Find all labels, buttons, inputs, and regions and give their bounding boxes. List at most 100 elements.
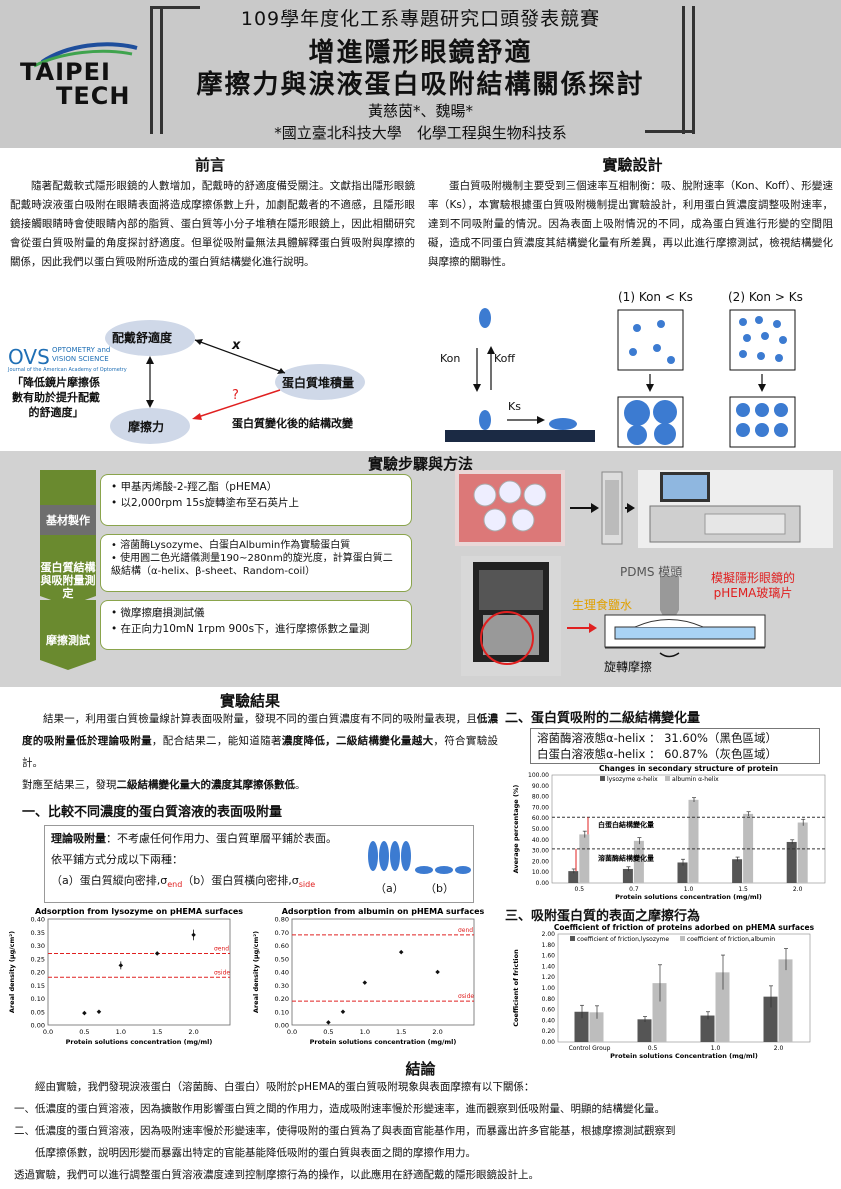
theory-bold: 理論吸附量 bbox=[51, 832, 106, 845]
y-tick-label: 0.50 bbox=[275, 955, 289, 963]
y-axis-label: Areal density (μg/cm²) bbox=[252, 931, 260, 1013]
methods-title: 實驗步驟與方法 bbox=[367, 455, 473, 473]
x-axis-label: Protein solutions Concentration (mg/ml) bbox=[610, 1052, 758, 1059]
x-tick-label: 0.5 bbox=[79, 1028, 89, 1036]
results-text-g: 二級結構變化量大的濃度其摩擦係數低 bbox=[116, 779, 296, 791]
x-tick-label: 0.7 bbox=[629, 886, 639, 893]
x-tick-label: 1.0 bbox=[360, 1028, 370, 1036]
legend-swatch bbox=[600, 776, 605, 781]
x-tick-label: 1.5 bbox=[738, 886, 748, 893]
ovs-line1: OPTOMETRY and bbox=[52, 346, 111, 354]
y-tick-label: 0.05 bbox=[31, 1008, 45, 1016]
reference-line-label: σside bbox=[458, 993, 474, 1000]
y-tick-label: 0.80 bbox=[275, 916, 289, 924]
header-decoration bbox=[150, 6, 695, 134]
bar bbox=[633, 840, 644, 883]
y-tick-label: 2.00 bbox=[542, 931, 556, 938]
theory-b: （b）蛋白質橫向密排,σ bbox=[182, 874, 299, 887]
theory-line3: （a）蛋白質縱向密排,σend（b）蛋白質橫向密排,σside bbox=[51, 870, 467, 895]
conclusion-item2b: 低摩擦係數，說明因形變而暴露出特定的官能基能降低吸附的蛋白質與表面之間的摩擦作用… bbox=[35, 1147, 476, 1159]
poster-header bbox=[0, 0, 841, 148]
theory-box: 理論吸附量：不考慮任何作用力、蛋白質單層平鋪於表面。 依平鋪方式分成以下兩種： … bbox=[44, 825, 474, 903]
y-tick-label: 40.00 bbox=[532, 837, 549, 844]
y-tick-label: 0.00 bbox=[536, 880, 550, 887]
step2-box: 溶菌酶Lysozyme、白蛋白Albumin作為實驗蛋白質 使用圓二色光譜儀測量… bbox=[100, 534, 412, 592]
y-tick-label: 0.80 bbox=[542, 996, 556, 1003]
conclusion-title: 結論 bbox=[405, 1060, 436, 1078]
conclusion-intro: 經由實驗，我們發現淚液蛋白（溶菌酶、白蛋白）吸附於pHEMA的蛋白質吸附現象與表… bbox=[35, 1081, 535, 1093]
data-point bbox=[435, 969, 440, 975]
theory-a: （a）蛋白質縱向密排,σ bbox=[51, 874, 168, 887]
koff-label: Koff bbox=[494, 352, 515, 365]
step3-line2: 在正向力10mN 1rpm 900s下，進行摩擦係數之量測 bbox=[111, 621, 401, 637]
packing-b-label: （b） bbox=[425, 882, 454, 895]
y-tick-label: 0.35 bbox=[31, 929, 45, 937]
bar bbox=[677, 862, 688, 883]
packing-a-label: （a） bbox=[375, 882, 404, 895]
legend-swatch bbox=[680, 936, 685, 941]
x-tick-label: 2.0 bbox=[188, 1028, 198, 1036]
y-tick-label: 100.00 bbox=[528, 772, 549, 779]
x-tick-label: 0.5 bbox=[575, 886, 585, 893]
albumin-change-label: 白蛋白結構變化量 bbox=[598, 820, 654, 829]
helix-albumin: 白蛋白溶液態α-helix ： 60.87%（灰色區域） bbox=[537, 747, 777, 761]
data-point bbox=[362, 980, 368, 985]
legend-swatch bbox=[570, 936, 575, 941]
y-tick-label: 0.10 bbox=[31, 995, 45, 1003]
logo-text-bottom: TECH bbox=[56, 82, 131, 110]
legend-swatch bbox=[665, 776, 670, 781]
intro-diagram bbox=[105, 320, 365, 444]
poster-title-line1: 增進隱形眼鏡舒適 bbox=[308, 38, 533, 68]
data-point bbox=[118, 963, 124, 968]
y-tick-label: 60.00 bbox=[532, 815, 549, 822]
conclusion-final: 透過實驗，我們可以進行調整蛋白質溶液濃度達到控制摩擦行為的操作，以此應用在舒適配… bbox=[14, 1169, 539, 1181]
x-axis-label: Protein solutions concentration (mg/ml) bbox=[310, 1038, 457, 1046]
y-tick-label: 1.40 bbox=[542, 963, 556, 970]
y-tick-label: 90.00 bbox=[532, 783, 549, 790]
theory-rest: ：不考慮任何作用力、蛋白質單層平鋪於表面。 bbox=[106, 832, 337, 845]
y-tick-label: 0.15 bbox=[31, 982, 45, 990]
legend-label: albumin α-helix bbox=[672, 776, 719, 783]
y-tick-label: 1.60 bbox=[542, 953, 556, 960]
data-point bbox=[96, 1009, 102, 1015]
results-text-c: ，配合結果二，能知道隨著 bbox=[151, 735, 282, 747]
x-tick-label: 1.5 bbox=[396, 1028, 406, 1036]
albumin-adsorption-chart: Adsorption from albumin on pHEMA surface… bbox=[252, 907, 485, 1046]
conclusion-item1: 一、低濃度的蛋白質溶液，因為擴散作用影響蛋白質之間的作用力，造成吸附速率慢於形變… bbox=[14, 1103, 665, 1115]
y-tick-label: 0.25 bbox=[31, 955, 45, 963]
reference-line-label: σside bbox=[214, 969, 230, 976]
structure-change-label: 蛋白質變化後的結構改變 bbox=[232, 417, 353, 430]
data-point bbox=[191, 932, 196, 938]
step2-line1: 溶菌酶Lysozyme、白蛋白Albumin作為實驗蛋白質 bbox=[111, 539, 401, 552]
question-mark: ? bbox=[232, 388, 239, 403]
y-tick-label: 10.00 bbox=[532, 869, 549, 876]
x-tick-label: Control Group bbox=[569, 1045, 611, 1052]
step2-line2: 使用圓二色光譜儀測量190~280nm的旋光度，計算蛋白質二級結構（α-heli… bbox=[111, 552, 401, 578]
y-tick-label: 80.00 bbox=[532, 794, 549, 801]
theory-line1: 理論吸附量：不考慮任何作用力、蛋白質單層平鋪於表面。 bbox=[51, 828, 467, 849]
y-tick-label: 70.00 bbox=[532, 804, 549, 811]
ovs-subtitle: Journal of the American Academy of Optom… bbox=[8, 367, 127, 373]
legend-label: lysozyme α-helix bbox=[607, 776, 658, 783]
bar bbox=[652, 983, 667, 1042]
results-text: 結果一，利用蛋白質檢量線計算表面吸附量，發現不同的蛋白質濃度有不同的吸附量表現，… bbox=[22, 708, 498, 774]
bar bbox=[568, 871, 579, 883]
x-tick-label: 0.5 bbox=[323, 1028, 333, 1036]
reference-line-label: σend bbox=[458, 927, 473, 934]
design-text: 蛋白質吸附機制主要受到三個速率互相制衡：吸、脫附速率（Kon、Koff）、形變速… bbox=[428, 180, 833, 268]
x-mark: x bbox=[232, 338, 241, 353]
bar bbox=[579, 834, 590, 883]
protein-accum-node: 蛋白質堆積量 bbox=[282, 376, 355, 390]
y-tick-label: 50.00 bbox=[532, 826, 549, 833]
chart-title: Changes in secondary structure of protei… bbox=[599, 764, 778, 773]
results-sub1: 一、比較不同濃度的蛋白質溶液的表面吸附量 bbox=[22, 805, 283, 820]
x-tick-label: 2.0 bbox=[432, 1028, 442, 1036]
friction-chart: Coefficient of friction of proteins ador… bbox=[512, 923, 815, 1059]
results-text-b: 低濃度的吸附量低於理論吸附量 bbox=[22, 713, 499, 747]
x-axis-label: Protein solutions concentration (mg/ml) bbox=[615, 893, 762, 901]
comfort-node: 配戴舒適度 bbox=[112, 331, 173, 345]
y-axis-label: Areal density (μg/cm²) bbox=[8, 931, 16, 1013]
packing-illustration bbox=[368, 841, 471, 874]
bar bbox=[622, 868, 633, 883]
results-text-h: 。 bbox=[295, 779, 306, 791]
